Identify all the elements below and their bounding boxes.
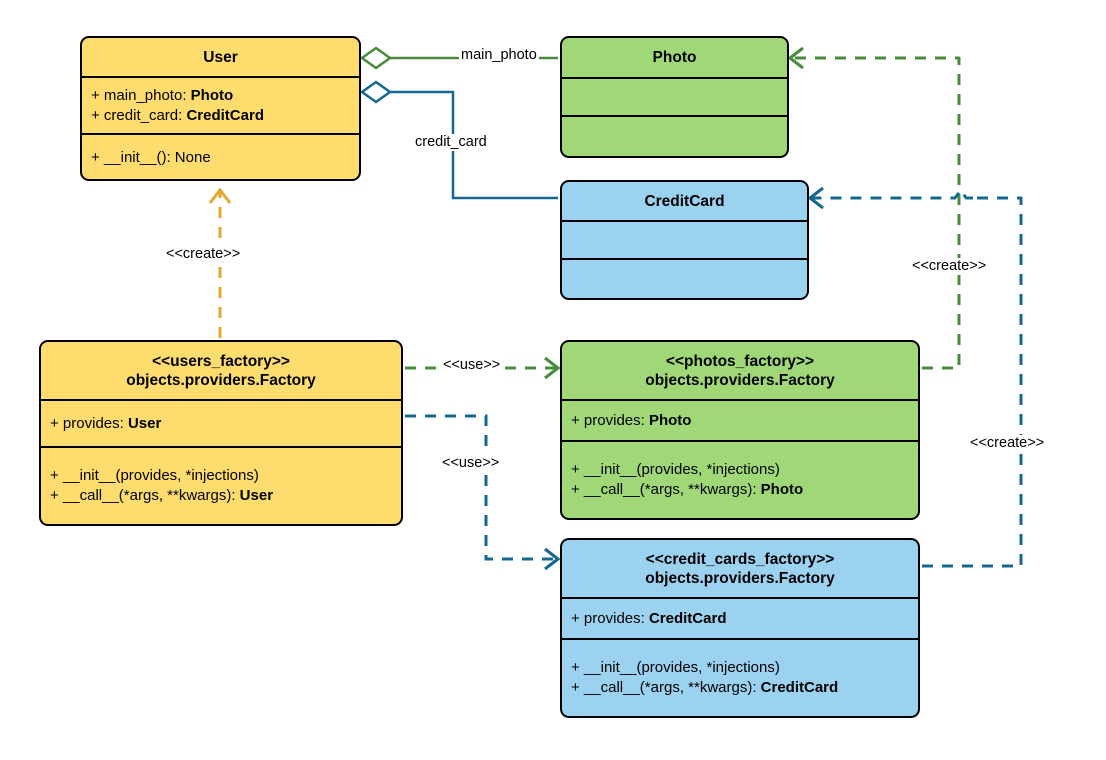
class-creditcard-compartment-0: CreditCard [562, 182, 807, 222]
edge-label-credit-card: credit_card [413, 134, 489, 151]
class-users_factory-compartment-1: + provides: User [41, 401, 401, 448]
class-member-user-1-1: + credit_card: CreditCard [91, 106, 264, 124]
class-member-credit_cards_factory-1-0: + provides: CreditCard [571, 609, 727, 627]
edge-line-create-photo [793, 56, 961, 370]
class-member-photos_factory-2-1: + __call__(*args, **kwargs): Photo [571, 480, 804, 498]
class-name-photo-0-0: Photo [652, 49, 697, 66]
class-member-users_factory-2-0: + __init__(provides, *injections) [50, 466, 259, 484]
edge-photos-factory-create-photo[interactable] [787, 46, 961, 370]
edge-label-create-photo: <<create>> [910, 258, 989, 275]
class-name-user-0-0: User [203, 48, 238, 66]
edge-users-factory-use-credit-cards-factory[interactable] [405, 414, 561, 571]
open-arrowhead-create-credit-card [807, 186, 824, 210]
class-name-creditcard-0-0: CreditCard [644, 192, 725, 210]
class-credit_cards_factory-compartment-0: <<credit_cards_factory>>objects.provider… [562, 540, 918, 599]
class-member-users_factory-1-0: + provides: User [50, 414, 162, 432]
class-photo-compartment-2 [562, 117, 787, 156]
class-photo-compartment-0: Photo [562, 38, 787, 79]
class-credit_cards_factory-compartment-2: + __init__(provides, *injections) + __cal… [562, 640, 918, 715]
open-arrowhead-use-credit-cards [544, 547, 561, 571]
class-photo-compartment-1 [562, 79, 787, 117]
class-name-credit_cards_factory-0-1: objects.providers.Factory [645, 569, 835, 587]
class-box-credit_cards_factory[interactable]: <<credit_cards_factory>>objects.provider… [560, 538, 920, 718]
edge-label-create-credit-card: <<create>> [968, 435, 1047, 452]
edge-label-use-photos-factory: <<use>> [441, 357, 503, 374]
class-name-users_factory-0-1: objects.providers.Factory [126, 371, 316, 389]
class-box-photo[interactable]: Photo [560, 36, 789, 158]
class-member-credit_cards_factory-2-1: + __call__(*args, **kwargs): CreditCard [571, 678, 839, 696]
class-box-photos_factory[interactable]: <<photos_factory>>objects.providers.Fact… [560, 340, 920, 520]
class-box-creditcard[interactable]: CreditCard [560, 180, 809, 300]
open-arrowhead-use-photos [544, 356, 561, 380]
class-box-users_factory[interactable]: <<users_factory>>objects.providers.Facto… [39, 340, 403, 526]
class-credit_cards_factory-compartment-1: + provides: CreditCard [562, 599, 918, 640]
class-creditcard-compartment-2 [562, 260, 807, 298]
class-user-compartment-2: + __init__(): None [82, 135, 359, 179]
class-member-user-2-0: + __init__(): None [91, 148, 211, 166]
class-name-photos_factory-0-1: objects.providers.Factory [645, 371, 835, 389]
class-creditcard-compartment-1 [562, 222, 807, 260]
line-hop-over-green [813, 188, 973, 200]
edge-line-create-credit-card [922, 196, 1023, 568]
class-member-photos_factory-2-0: + __init__(provides, *injections) [571, 460, 780, 478]
edge-label-main-photo: main_photo [459, 47, 539, 64]
class-name-credit_cards_factory-0-0: <<credit_cards_factory>> [645, 550, 835, 568]
class-user-compartment-1: + main_photo: Photo + credit_card: Credit… [82, 78, 359, 135]
class-member-user-1-0: + main_photo: Photo [91, 86, 234, 104]
aggregation-diamond-credit-card [359, 80, 393, 104]
class-photos_factory-compartment-1: + provides: Photo [562, 401, 918, 442]
class-box-user[interactable]: User + main_photo: Photo + credit_card: Cr… [80, 36, 361, 181]
edge-line-use-credit-cards [405, 414, 556, 561]
open-arrowhead-create-user [208, 187, 232, 204]
class-member-users_factory-2-1: + __call__(*args, **kwargs): User [50, 486, 274, 504]
open-arrowhead-create-photo [787, 46, 804, 70]
class-member-credit_cards_factory-2-0: + __init__(provides, *injections) [571, 658, 780, 676]
class-users_factory-compartment-0: <<users_factory>>objects.providers.Facto… [41, 342, 401, 401]
class-name-photos_factory-0-0: <<photos_factory>> [665, 352, 815, 370]
class-name-users_factory-0-0: <<users_factory>> [152, 352, 290, 370]
class-member-photos_factory-1-0: + provides: Photo [571, 411, 692, 429]
edge-label-use-credit-cards-factory: <<use>> [440, 455, 502, 472]
edge-users-factory-create-user[interactable] [208, 187, 232, 338]
class-users_factory-compartment-2: + __init__(provides, *injections) + __cal… [41, 448, 401, 523]
class-photos_factory-compartment-2: + __init__(provides, *injections) + __cal… [562, 442, 918, 517]
class-photos_factory-compartment-0: <<photos_factory>>objects.providers.Fact… [562, 342, 918, 401]
aggregation-diamond-main-photo [359, 46, 393, 70]
edge-label-create-user: <<create>> [164, 246, 243, 263]
class-user-compartment-0: User [82, 38, 359, 78]
